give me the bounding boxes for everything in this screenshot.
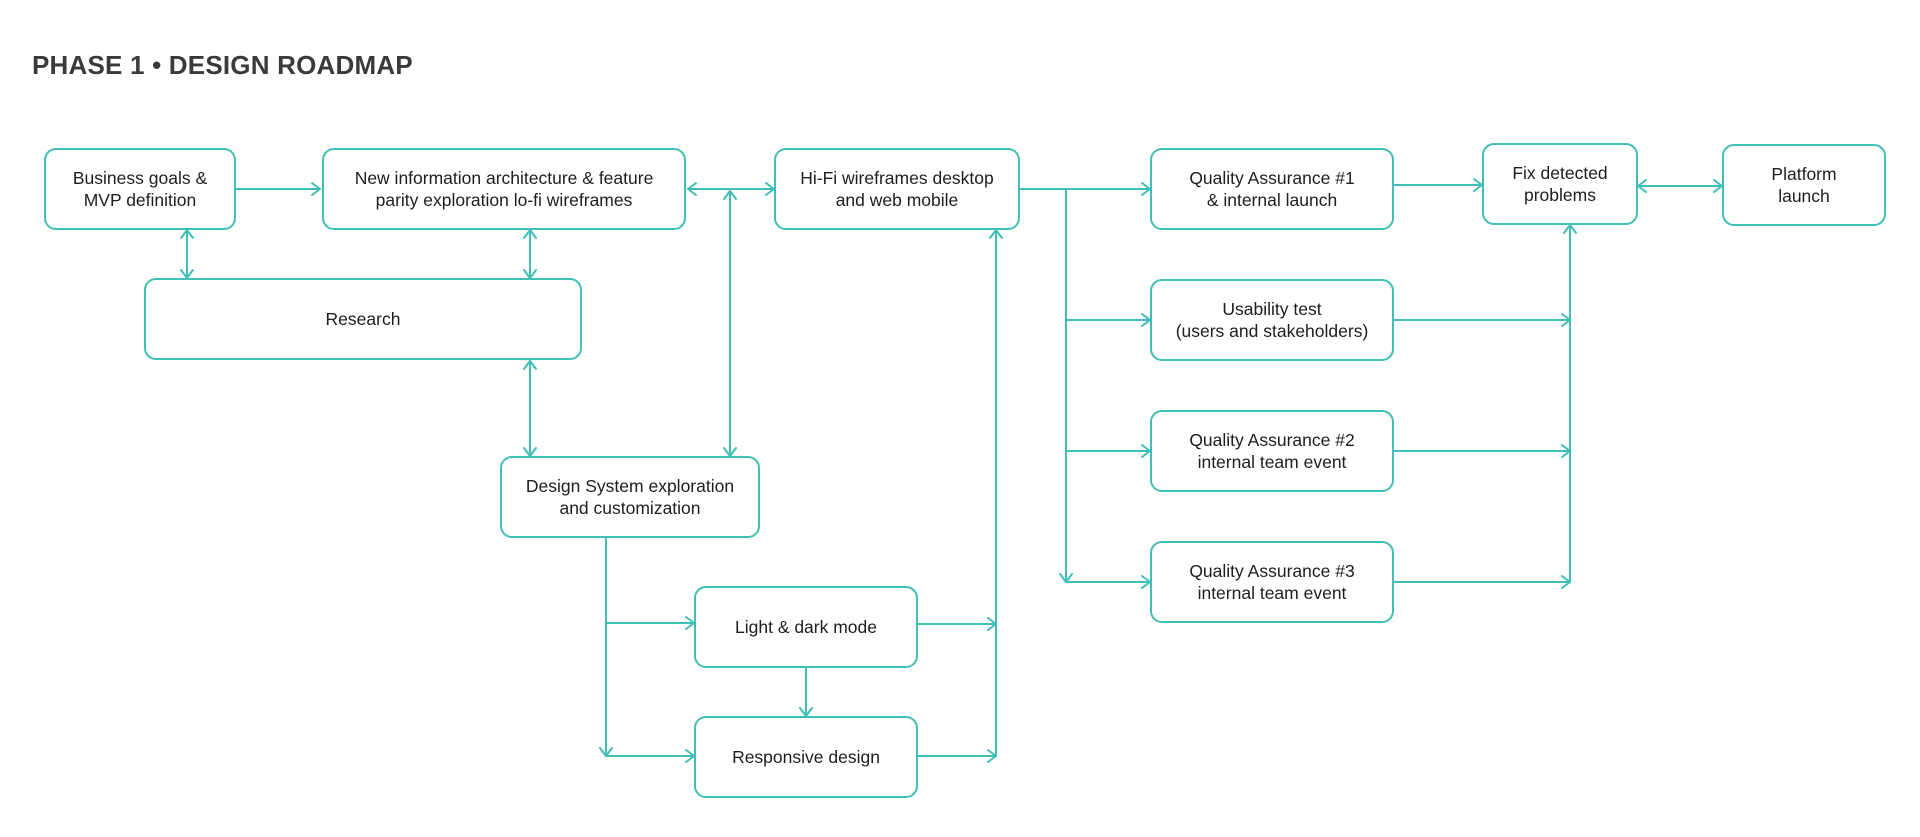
node-research: Research [144, 278, 582, 360]
node-platform-launch: Platform launch [1722, 144, 1886, 226]
arrow-head [723, 190, 737, 200]
connector [605, 537, 695, 757]
node-label: Quality Assurance #1 & internal launch [1189, 168, 1355, 210]
node-qa-1: Quality Assurance #1 & internal launch [1150, 148, 1394, 230]
arrow-head [523, 229, 537, 239]
node-label: Research [325, 309, 401, 329]
arrow-head [1561, 444, 1571, 458]
node-label: Business goals & MVP definition [72, 168, 208, 210]
arrow-head [1637, 179, 1647, 193]
node-label: New information architecture & feature p… [354, 168, 654, 210]
node-light-dark-mode: Light & dark mode [694, 586, 918, 668]
node-qa-3: Quality Assurance #3 internal team event [1150, 541, 1394, 623]
arrow-head [987, 617, 997, 631]
arrow-head [311, 182, 321, 196]
node-label: Quality Assurance #2 internal team event [1189, 430, 1355, 472]
node-hifi-wireframes: Hi-Fi wireframes desktop and web mobile [774, 148, 1020, 230]
node-label: Responsive design [732, 747, 880, 767]
node-responsive-design: Responsive design [694, 716, 918, 798]
arrow-head [1059, 573, 1073, 583]
arrow-head [1563, 224, 1577, 234]
arrow-head [1561, 313, 1571, 327]
node-label: Light & dark mode [734, 617, 878, 637]
node-business-goals: Business goals & MVP definition [44, 148, 236, 230]
node-qa-2: Quality Assurance #2 internal team event [1150, 410, 1394, 492]
node-fix-problems: Fix detected problems [1482, 143, 1638, 225]
node-label: Hi-Fi wireframes desktop and web mobile [800, 168, 994, 210]
node-label: Fix detected problems [1512, 163, 1608, 205]
arrow-head [1561, 575, 1571, 589]
node-usability-test: Usability test (users and stakeholders) [1150, 279, 1394, 361]
arrow-head [987, 749, 997, 763]
arrow-head [180, 229, 194, 239]
node-label: Design System exploration and customizat… [525, 476, 735, 518]
node-label: Usability test (users and stakeholders) [1175, 299, 1369, 341]
node-design-system: Design System exploration and customizat… [500, 456, 760, 538]
page-title: PHASE 1 • DESIGN ROADMAP [32, 50, 413, 80]
node-label: Platform launch [1771, 164, 1837, 206]
arrow-head [523, 360, 537, 370]
arrow-head [687, 182, 697, 196]
node-new-info-architecture: New information architecture & feature p… [322, 148, 686, 230]
arrow-head [599, 747, 613, 757]
node-label: Quality Assurance #3 internal team event [1189, 561, 1355, 603]
arrow-head [989, 229, 1003, 239]
